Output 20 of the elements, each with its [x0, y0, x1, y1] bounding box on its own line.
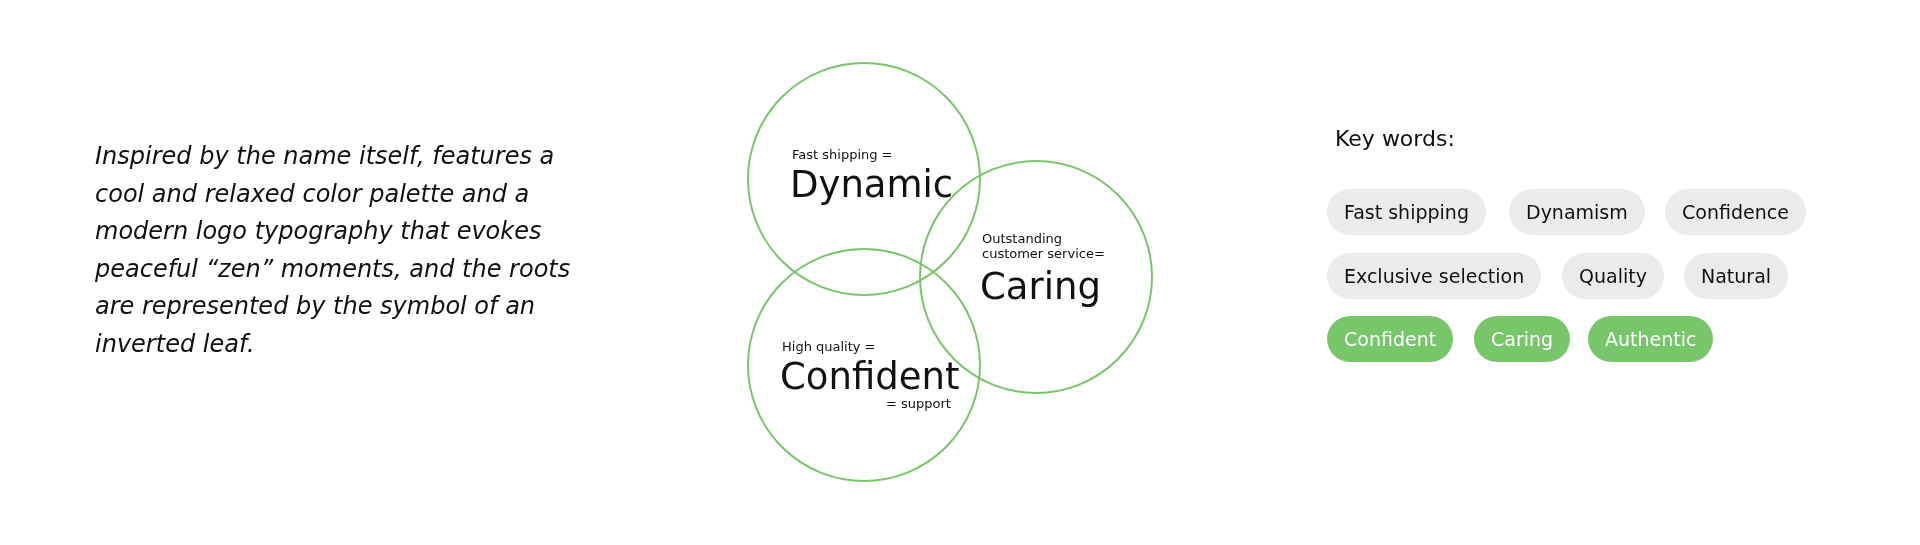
keyword-tag: Fast shipping — [1327, 189, 1486, 235]
keyword-tag: Caring — [1474, 316, 1571, 362]
description-paragraph: Inspired by the name itself, features a cool and relaxed color palette and a modern logo typography that evokes peaceful “zen” moments, and the roots are represented by the symbol of an inverted leaf. — [95, 141, 572, 360]
keyword-tag: Exclusive selection — [1327, 253, 1542, 299]
circle-caption: Fast shipping = — [792, 148, 893, 163]
keyword-tag: Dynamism — [1509, 189, 1645, 235]
keyword-tag: Quality — [1562, 253, 1664, 299]
circle-title: Caring — [980, 266, 1101, 309]
circle-title: Dynamic — [790, 164, 954, 207]
keyword-tag: Authentic — [1588, 316, 1714, 362]
section-heading: Key words: — [1335, 126, 1456, 151]
circle-caption: High quality = — [782, 340, 876, 355]
venn-circle — [747, 62, 981, 296]
keyword-tag: Confident — [1327, 316, 1454, 362]
keyword-tag: Natural — [1684, 253, 1789, 299]
circle-title: Confident — [780, 356, 960, 399]
circle-caption: Outstanding customer service= — [982, 232, 1106, 262]
circle-caption: = support — [886, 397, 951, 412]
keyword-tag: Confidence — [1665, 189, 1806, 235]
venn-circle — [747, 248, 981, 482]
